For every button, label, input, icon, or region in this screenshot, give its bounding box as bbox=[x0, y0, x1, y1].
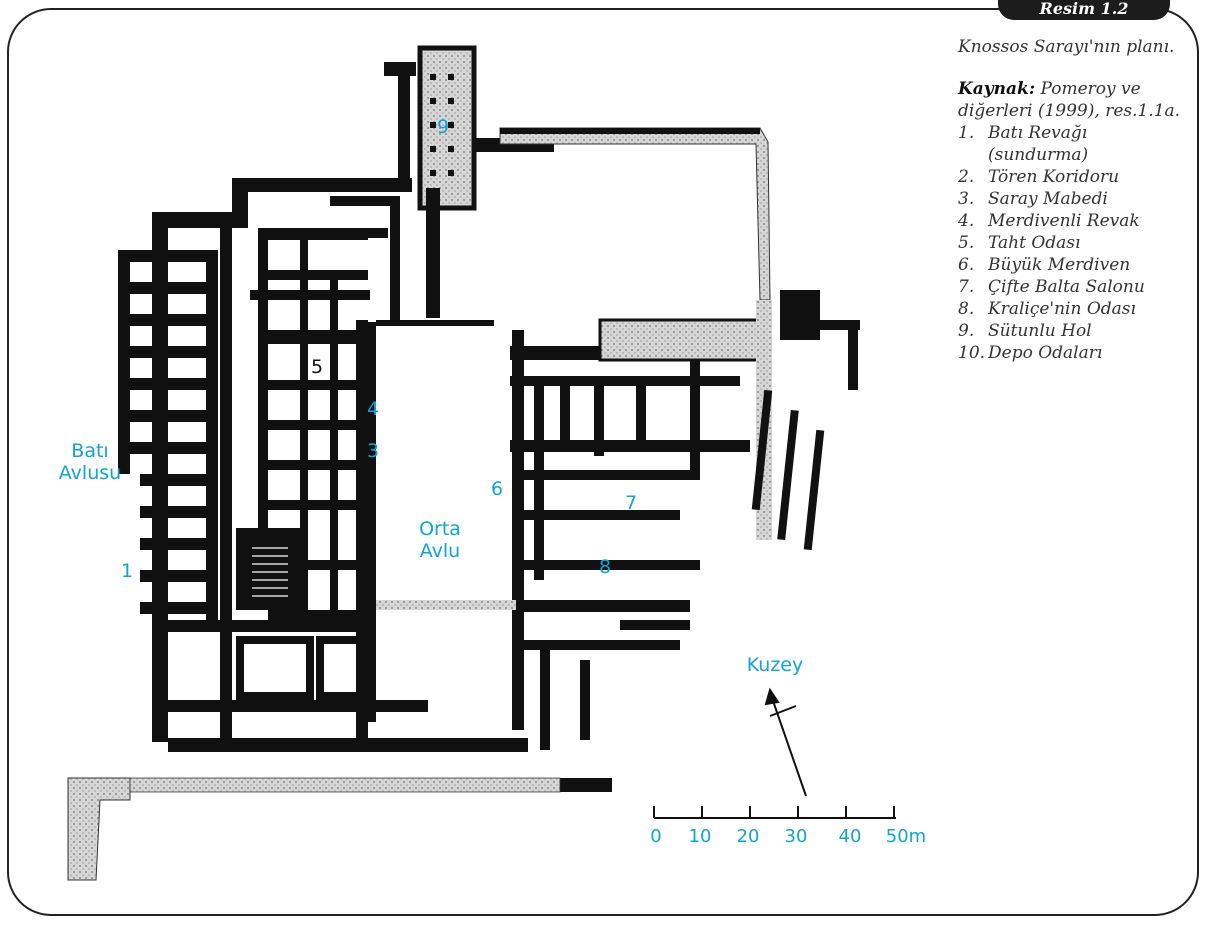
east-terrace-walls bbox=[751, 389, 825, 551]
legend-item: 10.Depo Odaları bbox=[958, 343, 1103, 363]
label-kuzey: Kuzey bbox=[746, 654, 804, 676]
central-court-east-wall bbox=[512, 330, 524, 730]
label-8: 8 bbox=[598, 556, 612, 578]
south-entrance-paving bbox=[67, 777, 131, 881]
east-court-strip bbox=[598, 318, 772, 362]
label-6: 6 bbox=[490, 478, 504, 500]
legend-item: 6.Büyük Merdiven bbox=[958, 255, 1131, 275]
scale-tick-label: 20 bbox=[736, 826, 760, 847]
source-text: Pomeroy ve diğerleri (1999), res.1.1a. bbox=[958, 79, 1181, 121]
central-court-north-wall bbox=[376, 320, 494, 326]
scale-tick-label: 30 bbox=[784, 826, 808, 847]
legend-item: 5.Taht Odası bbox=[958, 233, 1081, 253]
west-magazines bbox=[118, 250, 218, 630]
east-wing-rooms bbox=[510, 330, 750, 750]
label-9: 9 bbox=[436, 116, 450, 138]
caption-source: Kaynak: Pomeroy ve diğerleri (1999), res… bbox=[958, 78, 1190, 122]
label-bati-avlusu: Batı Avlusu bbox=[58, 440, 122, 484]
source-label: Kaynak: bbox=[958, 79, 1036, 99]
legend-item: 4.Merdivenli Revak bbox=[958, 211, 1140, 231]
legend-item: 1.Batı Revağı (sundurma) bbox=[958, 123, 1089, 165]
north-arrow bbox=[764, 687, 807, 797]
legend-item: 9.Sütunlu Hol bbox=[958, 321, 1092, 341]
scale-tick-label: 10 bbox=[688, 826, 712, 847]
legend-item: 8.Kraliçe'nin Odası bbox=[958, 299, 1136, 319]
label-1: 1 bbox=[120, 560, 134, 582]
label-orta-avlu: Orta Avlu bbox=[419, 518, 461, 562]
legend-item: 7.Çifte Balta Salonu bbox=[958, 277, 1145, 297]
figure-number-tab: Resim 1.2 bbox=[998, 0, 1170, 20]
long-corridor-wall bbox=[220, 228, 232, 748]
caption-title: Knossos Sarayı'nın planı. bbox=[958, 37, 1175, 57]
label-5: 5 bbox=[310, 356, 324, 378]
figure-frame bbox=[7, 8, 1199, 916]
label-3: 3 bbox=[366, 440, 380, 462]
label-7: 7 bbox=[624, 492, 638, 514]
east-projection bbox=[780, 290, 860, 390]
pillar-hall bbox=[417, 45, 477, 211]
scale-bar bbox=[653, 806, 896, 819]
legend-item: 2.Tören Koridoru bbox=[958, 167, 1120, 187]
west-stairwell bbox=[236, 528, 300, 610]
scale-tick-label: 50m bbox=[885, 826, 927, 847]
legend-list: 1.Batı Revağı (sundurma) 2.Tören Koridor… bbox=[958, 122, 1190, 364]
scale-tick-label: 0 bbox=[650, 826, 662, 847]
figure-caption: Knossos Sarayı'nın planı. Kaynak: Pomero… bbox=[958, 36, 1190, 364]
north-court-outline bbox=[499, 127, 771, 301]
label-4: 4 bbox=[366, 398, 380, 420]
central-court-south-paving bbox=[376, 600, 516, 610]
legend-item: 3.Saray Mabedi bbox=[958, 189, 1108, 209]
central-court-west-wall bbox=[366, 322, 376, 722]
north-wing-rooms bbox=[250, 188, 440, 326]
hall-pillars bbox=[430, 74, 454, 176]
south-paving-strip bbox=[129, 777, 561, 793]
scale-tick-label: 40 bbox=[838, 826, 862, 847]
north-court-wall bbox=[500, 128, 760, 134]
south-west-rooms bbox=[168, 620, 528, 752]
northwest-wall bbox=[152, 178, 412, 228]
long-corridor-wall-2 bbox=[258, 228, 268, 528]
